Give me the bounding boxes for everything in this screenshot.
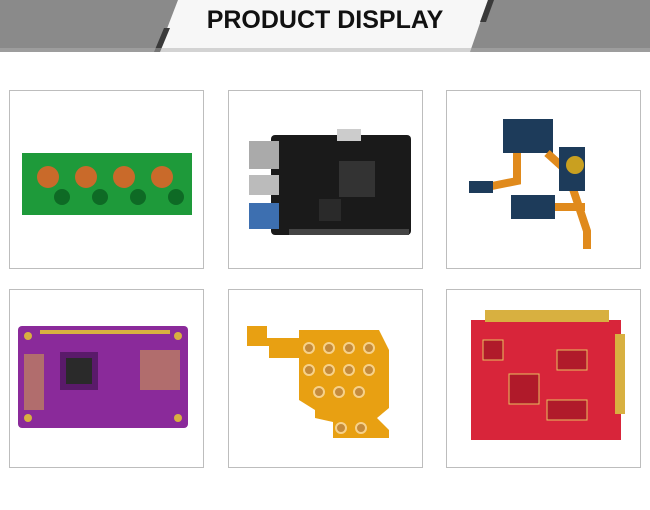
- product-image-flex-rigid-pcb[interactable]: [446, 90, 641, 269]
- product-image-yellow-flex-pcb[interactable]: [228, 289, 423, 468]
- page-title: PRODUCT DISPLAY: [206, 6, 444, 34]
- product-image-green-pcb[interactable]: [9, 90, 204, 269]
- product-image-purple-pcb[interactable]: [9, 289, 204, 468]
- product-image-red-pcb[interactable]: [446, 289, 641, 468]
- header-banner: [0, 0, 650, 52]
- product-image-black-sbc[interactable]: [228, 90, 423, 269]
